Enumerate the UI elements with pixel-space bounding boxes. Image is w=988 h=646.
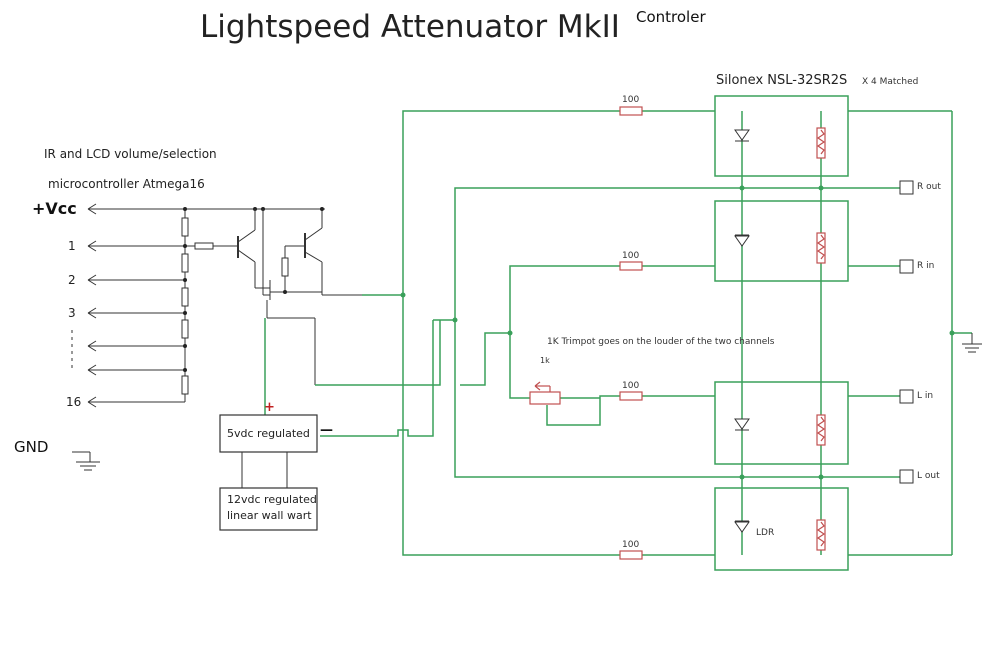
green-junctions bbox=[400, 185, 955, 480]
pin-arrow-b bbox=[87, 364, 97, 376]
vcc-arrow bbox=[87, 203, 97, 215]
driver-dots bbox=[283, 207, 324, 294]
wallwart-block bbox=[219, 487, 318, 531]
led-3 bbox=[734, 418, 750, 430]
port-l-in bbox=[899, 389, 914, 404]
optocoupler-part-label: Silonex NSL-32SR2S bbox=[716, 73, 848, 88]
pin-lines bbox=[71, 203, 325, 408]
port-r-in bbox=[899, 259, 914, 274]
led-diodes bbox=[734, 129, 750, 533]
series-resistors bbox=[619, 106, 643, 560]
port-l-in-label: L in bbox=[917, 391, 934, 401]
ladder-dots bbox=[183, 207, 265, 372]
resistor-2 bbox=[619, 261, 643, 271]
regulator-block bbox=[219, 414, 318, 453]
supply-minus-mark: — bbox=[320, 423, 333, 438]
ground-symbol-left bbox=[72, 451, 100, 471]
resistor-1-label: 100 bbox=[622, 95, 640, 105]
resistor-4 bbox=[619, 550, 643, 560]
regulator-label: 5vdc regulated bbox=[227, 427, 310, 440]
resistor-1 bbox=[619, 106, 643, 116]
gnd-label: GND bbox=[14, 438, 49, 456]
ldr-label: LDR bbox=[756, 528, 775, 538]
pin3-label: 3 bbox=[68, 306, 76, 320]
trimpot-note: 1K Trimpot goes on the louder of the two… bbox=[547, 337, 775, 347]
resistor-4-label: 100 bbox=[622, 540, 640, 550]
resistor-3-label: 100 bbox=[622, 381, 640, 391]
ldr-resistors bbox=[816, 127, 826, 551]
port-l-out-label: L out bbox=[917, 471, 940, 481]
pin16-label: 16 bbox=[66, 395, 82, 409]
page-title: Lightspeed Attenuator MkII bbox=[200, 9, 620, 45]
ladder-resistors bbox=[181, 217, 189, 395]
wallwart-label-line1: 12vdc regulated bbox=[227, 493, 317, 506]
pin1-arrow bbox=[87, 240, 97, 252]
transistor-driver bbox=[194, 209, 362, 385]
led-4 bbox=[734, 521, 750, 533]
resistor-2-label: 100 bbox=[622, 251, 640, 261]
pin1-label: 1 bbox=[68, 239, 76, 253]
port-r-in-label: R in bbox=[917, 261, 935, 271]
opto-box-3 bbox=[714, 381, 849, 465]
green-wiring bbox=[315, 110, 972, 556]
wallwart-label-line2: linear wall wart bbox=[227, 509, 312, 522]
mcu-note-line1: IR and LCD volume/selection bbox=[44, 147, 217, 161]
ground-symbol-right bbox=[962, 333, 982, 353]
port-r-out-label: R out bbox=[917, 182, 941, 192]
pin3-arrow bbox=[87, 307, 97, 319]
pin16-arrow bbox=[87, 396, 97, 408]
optocoupler-qty-label: X 4 Matched bbox=[862, 77, 919, 87]
port-l-out bbox=[899, 469, 914, 484]
pin2-arrow bbox=[87, 274, 97, 286]
opto-box-2 bbox=[714, 200, 849, 282]
port-r-out bbox=[899, 180, 914, 195]
opto-box-4 bbox=[714, 487, 849, 571]
pin2-label: 2 bbox=[68, 273, 76, 287]
mcu-note-line2: microcontroller Atmega16 bbox=[48, 177, 205, 191]
resistor-3 bbox=[619, 391, 643, 401]
trimpot-symbol bbox=[529, 381, 561, 405]
supply-plus-mark: + bbox=[264, 400, 275, 415]
led-2 bbox=[734, 235, 750, 247]
trimpot-value: 1k bbox=[540, 356, 550, 365]
pin-arrow-a bbox=[87, 340, 97, 352]
vcc-label: +Vcc bbox=[32, 199, 77, 218]
optocouplers bbox=[714, 95, 849, 571]
page-subtitle: Controler bbox=[636, 8, 706, 26]
supply-wiring bbox=[241, 452, 288, 488]
opto-box-1 bbox=[714, 95, 849, 177]
port-boxes bbox=[899, 180, 914, 484]
led-1 bbox=[734, 129, 750, 141]
